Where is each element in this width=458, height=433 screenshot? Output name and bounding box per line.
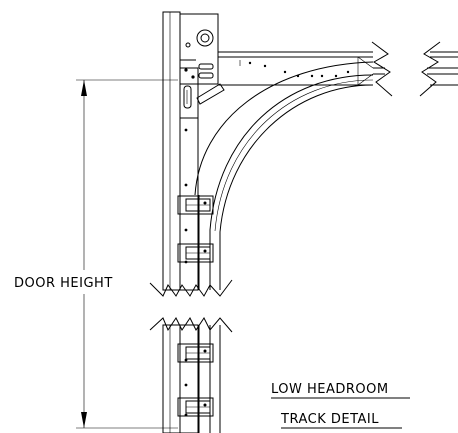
- roller-bracket: [177, 397, 214, 417]
- title-line-1: LOW HEADROOM: [271, 382, 389, 397]
- horizontal-track-stub: [427, 51, 458, 86]
- roller-bracket: [177, 243, 214, 263]
- vertical-track-lower: [162, 324, 221, 433]
- track-break-symbol: [371, 41, 441, 97]
- roller-bracket: [177, 343, 214, 363]
- jamb-break-lower: [149, 317, 233, 333]
- door-height-dimension: DOOR HEIGHT: [14, 79, 178, 429]
- roller-bracket: [177, 195, 214, 215]
- horizontal-track: [218, 51, 385, 86]
- pulley-icon: [196, 29, 214, 47]
- radius-track: [194, 61, 374, 290]
- arrow-down-icon: [81, 412, 87, 428]
- vertical-track-upper: [177, 117, 214, 291]
- arrow-up-icon: [81, 80, 87, 96]
- spring-bracket: [179, 67, 225, 119]
- title-line-2: TRACK DETAIL: [280, 412, 379, 427]
- door-height-label: DOOR HEIGHT: [14, 276, 113, 291]
- drawing-title: LOW HEADROOM TRACK DETAIL: [271, 382, 410, 429]
- flag-bracket: [179, 13, 219, 85]
- jamb-break-upper: [149, 279, 233, 297]
